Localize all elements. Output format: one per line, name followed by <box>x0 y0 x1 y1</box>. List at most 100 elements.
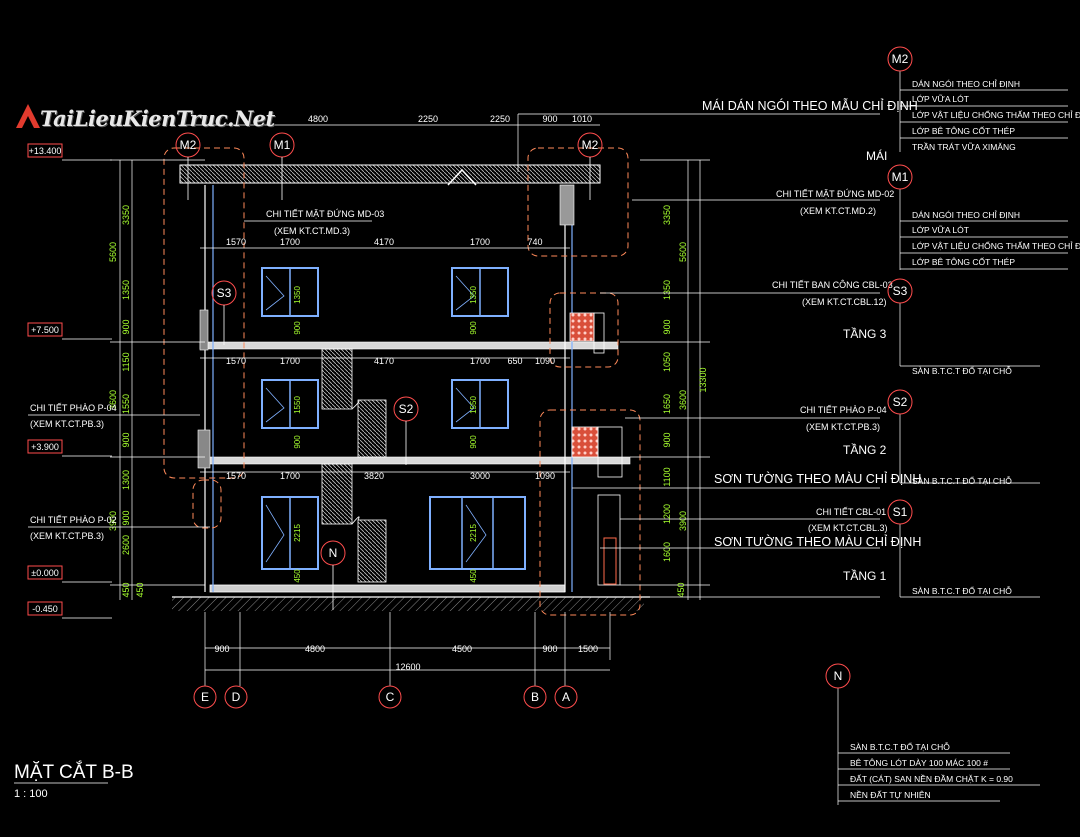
win-dim-2: 900 <box>293 321 302 335</box>
callout-left-upper <box>163 147 245 479</box>
grid-axis-A-circle <box>554 685 578 709</box>
grid-axis-D: D <box>232 690 241 704</box>
win-dim-5b: 2215 <box>469 524 478 542</box>
door-floor1-right <box>429 496 526 570</box>
legend-M2-item-4: LỚP BÊ TÔNG CỐT THÉP <box>912 125 1015 136</box>
staircase <box>321 348 387 583</box>
dim-left-inner-7: 1300 <box>121 470 131 490</box>
dim-top-4: 900 <box>542 114 557 124</box>
legend-S2-item-1: SÀN B.T.C.T ĐỔ TẠI CHỖ <box>912 475 1012 486</box>
win-dim-3b: 1550 <box>469 396 478 414</box>
note-paint-2: SƠN TƯỜNG THEO MÀU CHỈ ĐỊNH <box>714 534 921 549</box>
dim-bottom-2: 4800 <box>305 644 325 654</box>
marker-S3: S3 <box>217 286 232 300</box>
label-mai: MÁI <box>866 148 887 163</box>
legend-S1-item-1: SÀN B.T.C.T ĐỔ TẠI CHỖ <box>912 585 1012 596</box>
dim-bottom-3: 4500 <box>452 644 472 654</box>
label-floor1: TẦNG 1 <box>843 568 887 583</box>
grid-axis-E: E <box>201 690 209 704</box>
note-roof: MÁI DÁN NGÓI THEO MẪU CHỈ ĐỊNH <box>702 98 918 113</box>
win-dim-2b: 900 <box>469 321 478 335</box>
legend-N-marker: N <box>834 669 843 683</box>
dim-left-inner-9: 2600 <box>121 535 131 555</box>
center-note-md03: CHI TIẾT MẶT ĐỨNG MD-03 <box>266 209 384 219</box>
dim-right-outer-3: 3900 <box>678 511 688 531</box>
marker-M1: M1 <box>274 138 291 152</box>
note-md02: CHI TIẾT MẶT ĐỨNG MD-02 <box>776 189 894 199</box>
note-p04-ref: (XEM KT.CT.PB.3) <box>806 422 880 432</box>
legend-M2-item-3: LỚP VẬT LIỆU CHỐNG THẤM THEO CHỈ ĐỊNH <box>912 109 1080 120</box>
note-cbl01-ref: (XEM KT.CT.CBL.3) <box>808 523 888 533</box>
win-dim-4: 900 <box>293 435 302 449</box>
dim-bottom-4: 900 <box>542 644 557 654</box>
dim-left-inner-2: 1350 <box>121 280 131 300</box>
legend-N-item-3: ĐẤT (CÁT) SAN NỀN ĐẦM CHẶT K = 0.90 <box>850 774 1013 784</box>
legend-S3-item-1: SÀN B.T.C.T ĐỔ TẠI CHỖ <box>912 365 1012 376</box>
dim-r2-4: 1700 <box>470 356 490 366</box>
label-floor2: TẦNG 2 <box>843 442 887 457</box>
dim-r2-2: 1700 <box>280 356 300 366</box>
win-dim-3: 1550 <box>293 396 302 414</box>
window-floor3-left <box>261 267 319 317</box>
floor-slab-3 <box>199 341 619 350</box>
center-note-md03-ref: (XEM KT.CT.MD.3) <box>274 226 350 236</box>
legend-M1-item-4: LỚP BÊ TÔNG CỐT THÉP <box>912 256 1015 267</box>
dim-bottom-1: 900 <box>214 644 229 654</box>
dim-r3-3: 3820 <box>364 471 384 481</box>
dim-left-inner-4: 1150 <box>121 352 131 371</box>
legend-N-item-2: BÊ TÔNG LÓT DÀY 100 MÁC 100 # <box>850 758 988 768</box>
grid-axis-B: B <box>531 690 539 704</box>
grid-axes <box>204 680 566 686</box>
dim-left-inner-8: 900 <box>121 510 131 525</box>
dim-left-inner-1: 3350 <box>121 205 131 225</box>
dim-right-inner-7: 1100 <box>662 467 672 486</box>
watermark-logo-icon <box>16 104 40 128</box>
legend-N-item-1: SÀN B.T.C.T ĐỔ TẠI CHỖ <box>850 741 950 752</box>
watermark-text: TaiLieuKienTruc.Net <box>40 106 275 131</box>
dim-total: 12600 <box>395 662 420 672</box>
dim-right-inner-6: 900 <box>662 432 672 447</box>
left-note-p04: CHI TIẾT PHÀO P-04 <box>30 403 117 413</box>
dim-left-inner-3: 900 <box>121 319 131 334</box>
elevation-floor2: +3.900 <box>31 442 59 452</box>
dim-right-inner-8: 1200 <box>662 504 672 524</box>
grid-axis-E-circle <box>193 685 217 709</box>
dim-top-2: 2250 <box>418 114 438 124</box>
legend-M2-item-5: TRẦN TRÁT VỮA XIMĂNG <box>912 142 1016 152</box>
legend-M2-marker: M2 <box>892 52 909 66</box>
elevation-ground: -0.450 <box>32 604 58 614</box>
left-note-p04-ref: (XEM KT.CT.PB.3) <box>30 419 104 429</box>
ground-hatch <box>172 597 644 611</box>
window-floor2-left <box>261 379 319 429</box>
dim-top-1: 4800 <box>308 114 328 124</box>
legend-M2-item-2: LỚP VỮA LÓT <box>912 94 969 104</box>
dim-top-3: 2250 <box>490 114 510 124</box>
drawing-title: MẶT CẮT B-B <box>14 761 134 783</box>
win-dim-5: 2215 <box>293 524 302 542</box>
dim-left-outer-1: 5600 <box>108 242 118 262</box>
dim-bottom-5: 1500 <box>578 644 598 654</box>
legend-M2-item-1: DÁN NGÓI THEO CHỈ ĐỊNH <box>912 78 1020 89</box>
dim-left-inner-6: 900 <box>121 432 131 447</box>
win-dim-4b: 900 <box>469 435 478 449</box>
dim-right-inner-3: 900 <box>662 319 672 334</box>
legend-S1-marker: S1 <box>893 505 908 519</box>
dim-right-inner-4: 1050 <box>662 352 672 372</box>
elevation-floor3: +7.500 <box>31 325 59 335</box>
dim-left-inner-11: 450 <box>135 582 145 597</box>
dim-right-inner-10: 450 <box>676 582 686 597</box>
legend-M1-item-3: LỚP VẬT LIỆU CHỐNG THẤM THEO CHỈ ĐỊNH <box>912 240 1080 251</box>
marker-M2-right: M2 <box>582 138 599 152</box>
callout-left-lower <box>192 479 222 529</box>
grid-axis-C: C <box>386 690 395 704</box>
dim-r3-4: 3000 <box>470 471 490 481</box>
marker-M2-left: M2 <box>180 138 197 152</box>
dim-r1-5: 740 <box>527 237 542 247</box>
label-floor3: TẦNG 3 <box>843 326 887 341</box>
callout-balcony-2 <box>539 409 641 616</box>
left-note-p02: CHI TIẾT PHÀO P-02 <box>30 515 117 525</box>
note-paint-1: SƠN TƯỜNG THEO MÀU CHỈ ĐỊNH <box>714 471 921 486</box>
note-cbl01: CHI TIẾT CBL-01 <box>816 507 886 517</box>
